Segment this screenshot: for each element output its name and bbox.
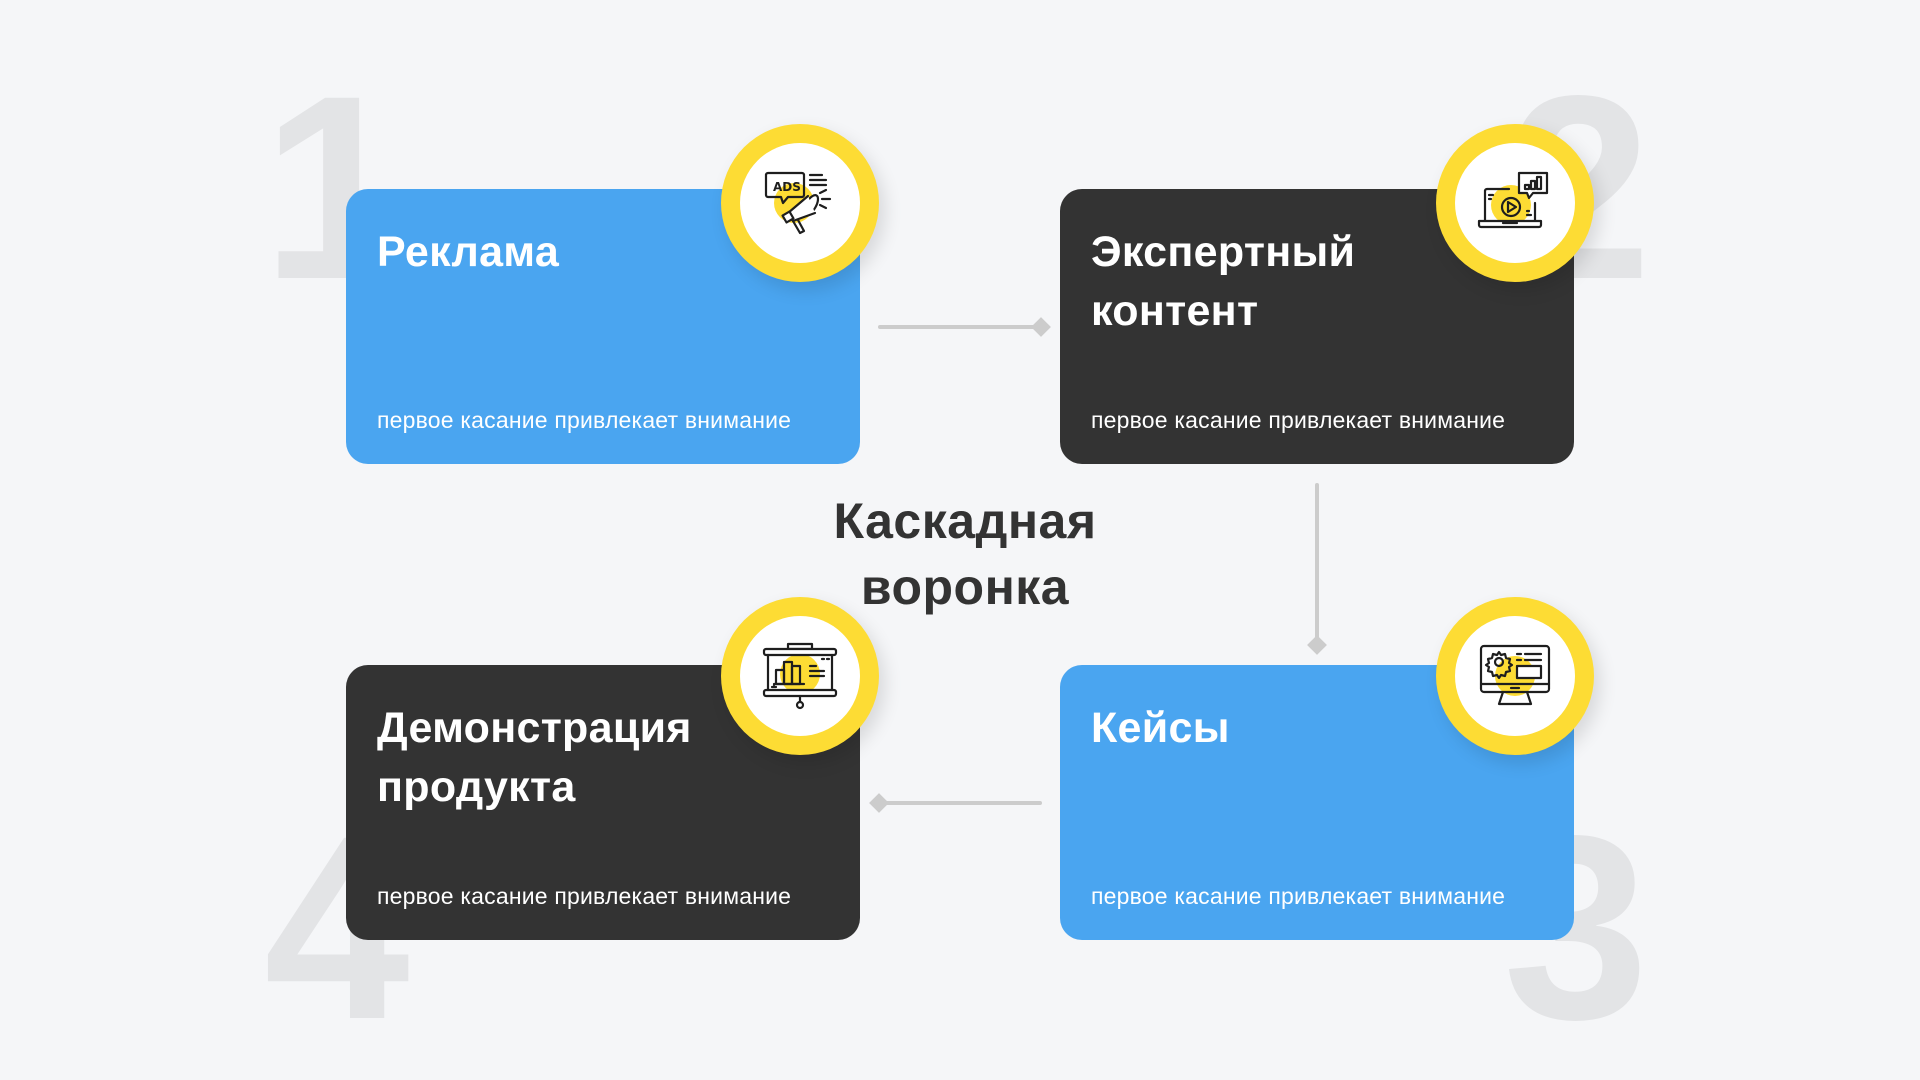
step-title: Реклама — [377, 228, 560, 276]
step-subtitle: первое касание привлекает внимание — [377, 407, 792, 433]
step-badge-4 — [721, 597, 879, 755]
step-badge-1: ADS — [721, 124, 879, 282]
diagram-title-line1: Каскадная — [833, 493, 1097, 549]
step-subtitle: первое касание привлекает внимание — [377, 883, 792, 909]
diagram-title: Каскадная воронка — [765, 488, 1165, 620]
laptop-video-icon — [1477, 171, 1549, 229]
connector-arrow-diamond — [1307, 635, 1327, 655]
step-card-1: Реклама первое касание привлекает вниман… — [346, 189, 860, 464]
megaphone-ads-icon: ADS — [764, 171, 832, 235]
connector-arrow-diamond — [1031, 317, 1051, 337]
connector-arrow-diamond — [869, 793, 889, 813]
step-subtitle: первое касание привлекает внимание — [1091, 883, 1506, 909]
presentation-chart-icon — [762, 642, 838, 710]
step-title: Кейсы — [1091, 704, 1230, 752]
step-badge-3 — [1436, 597, 1594, 755]
step-badge-2 — [1436, 124, 1594, 282]
step-title: Демонстрация продукта — [377, 704, 692, 811]
diagram-title-line2: воронка — [860, 559, 1070, 615]
step-title: Экспертный контент — [1091, 228, 1356, 335]
monitor-settings-icon — [1479, 644, 1551, 706]
svg-text:ADS: ADS — [773, 180, 801, 194]
step-subtitle: первое касание привлекает внимание — [1091, 407, 1506, 433]
